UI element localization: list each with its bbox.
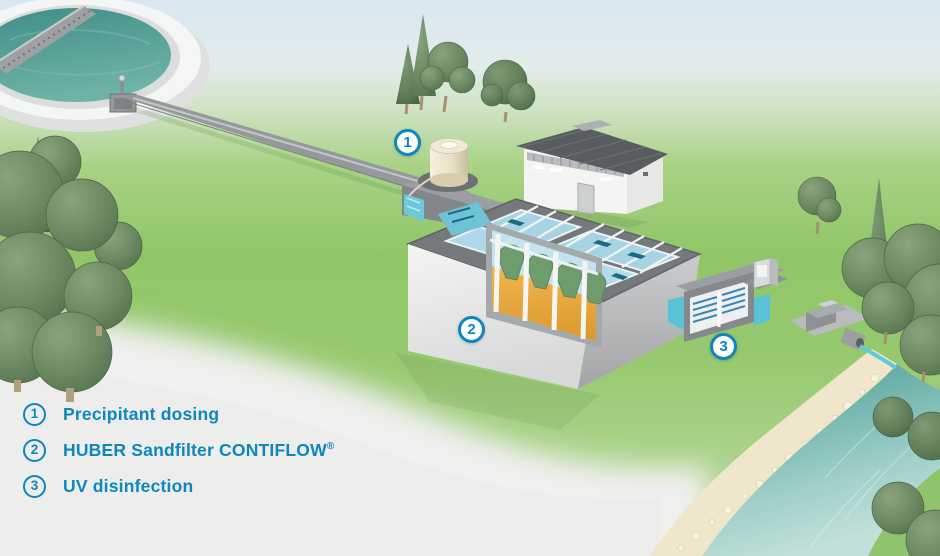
sandfilter-basin	[395, 198, 703, 430]
legend-item-uv-disinfection: 3 UV disinfection	[23, 473, 334, 499]
marker-sandfilter: 2	[458, 316, 485, 343]
tree-group-riverbank	[872, 396, 940, 461]
legend-badge-2: 2	[23, 438, 46, 462]
cut-sand-layer	[492, 266, 596, 341]
sandfilter-cut-section	[486, 222, 607, 348]
marker-precipitant-dosing: 1	[394, 129, 421, 156]
uv-lamps	[692, 287, 746, 323]
basin-walkway-frames	[499, 205, 683, 274]
uv-disinfection-unit	[668, 257, 788, 342]
tree-group-corner	[871, 481, 940, 556]
clarifier-tank	[0, 0, 210, 132]
legend-item-sandfilter: 2 HUBER Sandfilter CONTIFLOW®	[23, 437, 334, 463]
marker-uv-disinfection: 3	[710, 333, 737, 360]
legend-label-1: Precipitant dosing	[63, 403, 220, 424]
tree-group-left	[0, 135, 143, 402]
discharge-stream	[858, 344, 898, 370]
cut-filter-cones	[497, 244, 607, 305]
legend-label-2: HUBER Sandfilter CONTIFLOW®	[63, 439, 335, 460]
building-roof	[516, 127, 668, 175]
outfall-structure	[790, 300, 898, 370]
legend: 1 Precipitant dosing 2 HUBER Sandfilter …	[23, 401, 334, 499]
transfer-channel	[123, 95, 470, 211]
building-ridge-vent	[572, 120, 612, 131]
tree-group-top	[396, 14, 536, 123]
control-cabinet	[742, 257, 788, 289]
legend-item-precipitant-dosing: 1 Precipitant dosing	[23, 401, 334, 427]
building-window-strip	[527, 152, 624, 177]
legend-badge-1: 1	[23, 402, 46, 426]
tree-group-right	[797, 176, 940, 383]
legend-badge-3: 3	[23, 474, 46, 498]
river-bank	[650, 349, 897, 556]
clarifier-bridge	[0, 5, 96, 74]
uv-water-in	[668, 296, 684, 330]
cut-pipes	[493, 233, 588, 340]
basin-right-wall	[578, 254, 700, 389]
foreground-ground	[0, 305, 713, 556]
legend-label-3: UV disinfection	[63, 475, 194, 496]
building-door	[577, 182, 595, 215]
precipitant-dosing-tank	[408, 138, 478, 197]
dosing-pipe	[408, 177, 432, 197]
uv-water-out	[754, 294, 770, 326]
operations-building	[516, 120, 668, 228]
